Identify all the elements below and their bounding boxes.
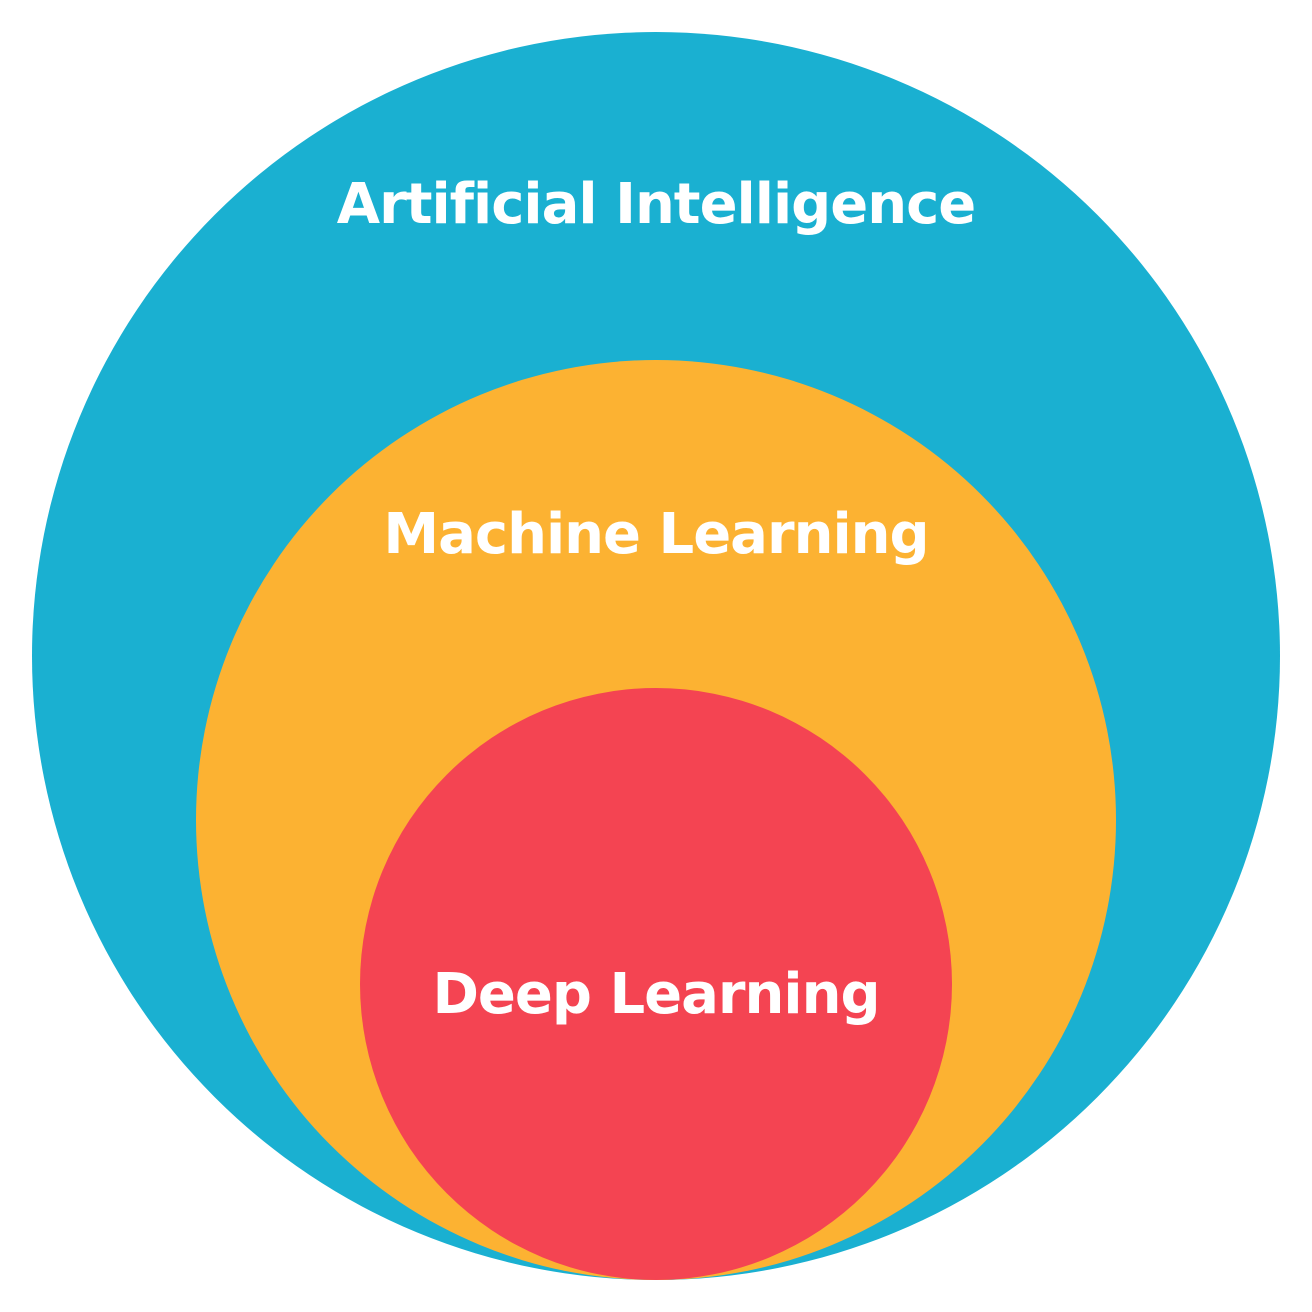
machine-learning-label: Machine Learning: [383, 502, 929, 567]
deep-learning-label: Deep Learning: [432, 962, 880, 1027]
deep-learning-circle: [360, 688, 952, 1280]
artificial-intelligence-label: Artificial Intelligence: [336, 172, 977, 237]
